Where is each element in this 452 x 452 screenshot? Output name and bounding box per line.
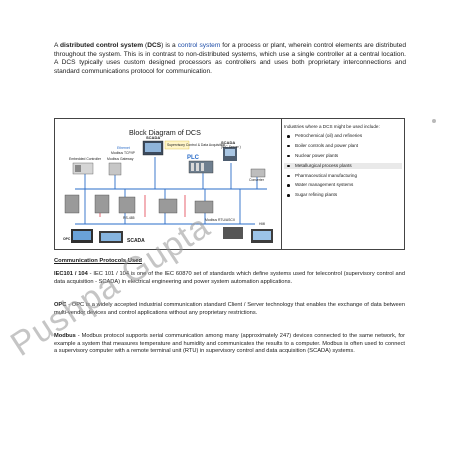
opc-name: OPC xyxy=(54,302,67,308)
decorative-dot xyxy=(432,119,436,123)
diagram-title: Block Diagram of DCS xyxy=(129,128,201,137)
iec-paragraph: IEC101 / 104 - IEC 101 / 104 is one of t… xyxy=(54,271,405,286)
industries-heading: Industries where a DCS might be used inc… xyxy=(284,124,380,129)
scada-top-workstation xyxy=(142,140,190,156)
industry-item: Pharmaceutical manufacturing xyxy=(284,173,402,179)
intro-text-1: A xyxy=(54,42,60,49)
embedded-controller xyxy=(72,162,94,175)
label-modbus-tcpip: Modbus TCP/IP xyxy=(111,151,136,155)
industry-item: Petrochemical (oil) and refineries xyxy=(284,133,402,139)
label-hmi: HMI xyxy=(259,222,265,226)
intro-text-4: for a process or plant, wherein control … xyxy=(54,42,406,75)
industry-item: Water management systems xyxy=(284,182,402,188)
label-scada-bottom: SCADA xyxy=(127,238,145,244)
label-modbus-gateway: Modbus Gateway xyxy=(107,157,134,161)
label-scada-top: SCADA xyxy=(146,135,160,140)
modbus-paragraph: Modbus - Modbus protocol supports serial… xyxy=(54,333,405,356)
plc-rack xyxy=(188,160,214,174)
intro-text-3: ) is a xyxy=(161,42,178,49)
label-rs485: RS-485 xyxy=(123,216,135,220)
industry-item: Boiler controls and power plant xyxy=(284,143,402,149)
intro-abbr: DCS xyxy=(147,42,162,49)
label-modbus-rtu: Modbus RTU/ASCII xyxy=(205,218,235,222)
industry-item: Metallurgical process plants xyxy=(284,162,402,169)
opc-text: - OPC is a widely accepted industrial co… xyxy=(54,302,405,316)
label-scada-right-sub: (IEC Server ) xyxy=(221,145,241,149)
network-lines xyxy=(75,157,267,225)
iec-text: - IEC 101 / 104 is one of the IEC 60870 … xyxy=(54,271,405,285)
control-system-link[interactable]: control system xyxy=(177,42,221,49)
opc-paragraph: OPC - OPC is a widely accepted industria… xyxy=(54,302,405,317)
label-supervisory: Supervisory Control & Data Acquisition xyxy=(167,143,225,147)
industry-item: Nuclear power plants xyxy=(284,153,402,159)
label-opc: OPC xyxy=(63,237,71,241)
scada-right-server xyxy=(223,147,237,161)
intro-text-2: ( xyxy=(143,42,148,49)
intro-term: distributed control system xyxy=(60,42,144,49)
dcs-figure: Block Diagram of DCS xyxy=(54,118,405,250)
industries-panel: Industries where a DCS might be used inc… xyxy=(284,124,402,202)
label-converter: Converter xyxy=(249,178,265,182)
label-ethernet: Ethernet xyxy=(117,146,130,150)
label-plc: PLC xyxy=(187,155,200,161)
modbus-text: - Modbus protocol supports serial commun… xyxy=(54,333,405,355)
label-scada-right: SCADA xyxy=(221,140,235,145)
modbus-name: Modbus xyxy=(54,333,76,339)
protocols-title: Communication Protocols Used xyxy=(54,258,142,264)
bottom-panels xyxy=(71,227,273,243)
diagram-drawing: Supervisory Control & Data Acquisition S… xyxy=(63,135,273,244)
modbus-gateway xyxy=(108,162,122,176)
field-devices xyxy=(64,194,214,214)
dcs-block-diagram: Block Diagram of DCS xyxy=(55,119,282,249)
industry-item: Sugar refining plants xyxy=(284,192,402,198)
converter-unit xyxy=(250,168,266,178)
label-embedded: Embedded Controller xyxy=(69,157,102,161)
iec-name: IEC101 / 104 xyxy=(54,271,88,277)
intro-paragraph: A distributed control system (DCS) is a … xyxy=(54,42,406,76)
